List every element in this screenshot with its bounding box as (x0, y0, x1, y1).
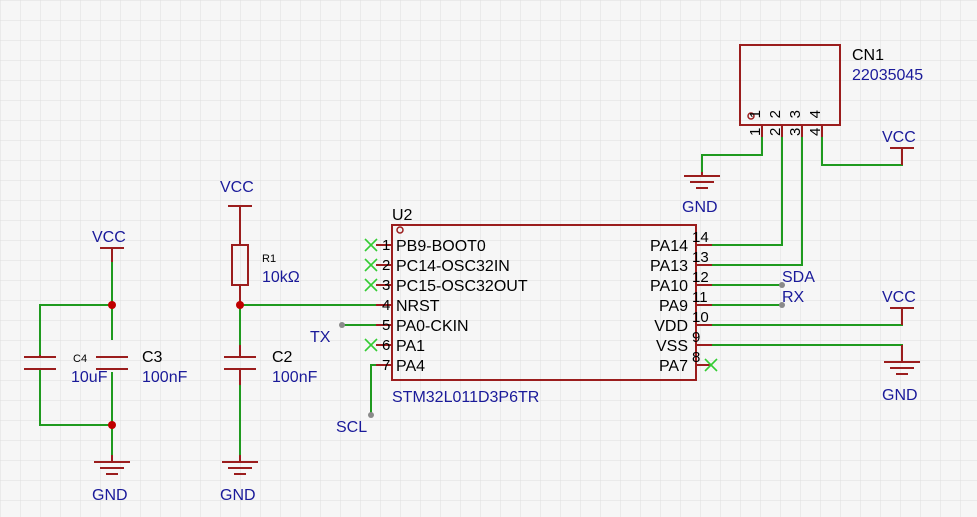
cn1-value: 22035045 (852, 67, 923, 84)
u2-pin-number: 13 (692, 249, 709, 266)
u2-pin-number: 6 (382, 337, 390, 354)
cn1-pin-number: 4 (807, 128, 824, 136)
u2-pin-name: VSS (656, 338, 688, 355)
vcc-symbol (228, 205, 252, 245)
chip-u2-body (391, 224, 697, 381)
net-label-rx: RX (782, 289, 805, 306)
pin1-marker (396, 226, 404, 234)
c2-ref: C2 (272, 349, 293, 366)
gnd-symbol (884, 345, 920, 375)
gnd-symbol (684, 172, 720, 189)
wire-cn1-gnd[interactable] (701, 137, 763, 172)
net-label-scl: SCL (336, 419, 367, 436)
cn1-pin-number: 1 (747, 110, 764, 118)
vcc-label: VCC (882, 289, 916, 306)
u2-pin-number: 5 (382, 317, 390, 334)
junction-dot (108, 421, 116, 429)
net-label-tx: TX (310, 329, 331, 346)
capacitor-c3[interactable] (96, 356, 128, 370)
capacitor-c4[interactable] (24, 355, 56, 370)
u2-pin-name: PA7 (659, 358, 688, 375)
u2-pin-number: 7 (382, 357, 390, 374)
no-connect-marks (364, 238, 718, 372)
cn1-pin-number: 3 (787, 110, 804, 118)
net-endpoint-dot (779, 282, 785, 288)
u2-pin-number: 8 (692, 349, 700, 366)
wire-c4-top[interactable] (39, 304, 112, 355)
cn1-pin-number: 3 (787, 128, 804, 136)
chip-u2[interactable] (376, 224, 712, 381)
no-connect-mark (364, 238, 378, 252)
c3-ref: C3 (142, 349, 163, 366)
u2-pin-name: PA1 (396, 338, 425, 355)
u2-pin-name: VDD (654, 318, 688, 335)
no-connect-mark (364, 258, 378, 272)
junction-dot (108, 301, 116, 309)
wire-pa14[interactable] (712, 137, 783, 246)
vcc-label: VCC (882, 129, 916, 146)
wire-c4-bottom[interactable] (39, 370, 112, 426)
u2-pin-number: 1 (382, 237, 390, 254)
u2-pin-number: 12 (692, 269, 709, 286)
cn1-pin-number: 1 (747, 128, 764, 136)
cn1-ref: CN1 (852, 47, 884, 64)
vcc-label: VCC (220, 179, 254, 196)
u2-pin-name: PB9-BOOT0 (396, 238, 486, 255)
no-connect-mark (364, 338, 378, 352)
u2-pin-number: 4 (382, 297, 390, 314)
u2-pin-number: 14 (692, 229, 709, 246)
wire-pa13[interactable] (712, 137, 803, 266)
cn1-pin-number: 2 (767, 128, 784, 136)
cn1-pin-number: 2 (767, 110, 784, 118)
u2-pin-name: PA13 (650, 258, 688, 275)
net-endpoint-dot (368, 412, 374, 418)
u2-pin-number: 10 (692, 309, 709, 326)
vcc-symbol (890, 147, 914, 165)
u2-pin-name: PA10 (650, 278, 688, 295)
junctions (108, 301, 244, 429)
gnd-label: GND (220, 487, 256, 504)
u2-pin-number: 9 (692, 329, 700, 346)
no-connect-mark (704, 358, 718, 372)
gnd-label: GND (682, 199, 718, 216)
vcc-label: VCC (92, 229, 126, 246)
capacitor-c2[interactable] (224, 345, 256, 385)
connector-cn1[interactable] (739, 44, 841, 137)
connector-cn1-body (739, 44, 841, 126)
u2-pin-name: PA14 (650, 238, 688, 255)
u2-pin-name: PC14-OSC32IN (396, 258, 510, 275)
u2-pin-name: PA4 (396, 358, 425, 375)
u2-ref: U2 (392, 207, 413, 224)
pin1-marker (747, 112, 755, 120)
r1-value: 10kΩ (262, 269, 300, 286)
u2-pin-number: 11 (692, 289, 708, 306)
c4-value: 10uF (71, 369, 108, 386)
cn1-pin-number: 4 (807, 110, 824, 118)
wire-scl[interactable] (370, 364, 376, 415)
net-endpoint-dot (779, 302, 785, 308)
net-endpoint-dot (339, 322, 345, 328)
c3-value: 100nF (142, 369, 188, 386)
vcc-symbol (890, 307, 914, 325)
u2-pin-name: PA0-CKIN (396, 318, 469, 335)
net-label-sda: SDA (782, 269, 815, 286)
u2-pin-number: 2 (382, 257, 390, 274)
u2-pin-number: 3 (382, 277, 390, 294)
junction-dot (236, 301, 244, 309)
u2-pin-name: PC15-OSC32OUT (396, 278, 528, 295)
gnd-label: GND (92, 487, 128, 504)
no-connect-mark (364, 278, 378, 292)
u2-value: STM32L011D3P6TR (392, 389, 539, 406)
r1-ref: R1 (262, 253, 276, 265)
c2-value: 100nF (272, 369, 318, 386)
u2-pin-name: NRST (396, 298, 440, 315)
c4-ref: C4 (73, 353, 87, 365)
gnd-label: GND (882, 387, 918, 404)
u2-pin-name: PA9 (659, 298, 688, 315)
